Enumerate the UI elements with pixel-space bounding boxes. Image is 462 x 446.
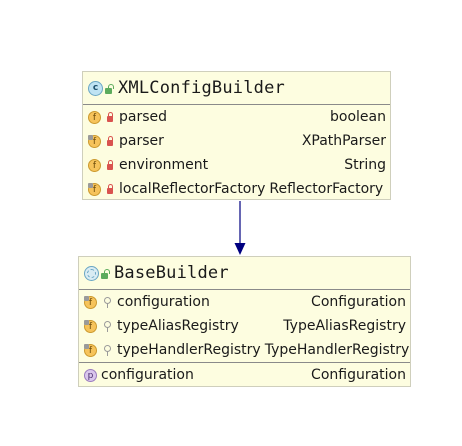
field-icon: f xyxy=(88,158,101,172)
field-row[interactable]: f parsed boolean xyxy=(83,105,390,129)
private-lock-icon xyxy=(107,112,113,122)
field-row[interactable]: f environment String xyxy=(83,153,390,177)
field-name: localReflectorFactory xyxy=(119,181,266,197)
field-type: String xyxy=(344,157,386,173)
final-field-icon: f xyxy=(84,343,97,357)
field-name: configuration xyxy=(117,294,210,310)
field-icon: f xyxy=(88,110,101,124)
private-lock-icon xyxy=(107,184,113,194)
section-divider xyxy=(79,362,410,363)
field-name: typeHandlerRegistry xyxy=(117,342,261,358)
property-name: configuration xyxy=(101,367,194,383)
class-title: XMLConfigBuilder xyxy=(118,78,285,98)
final-field-icon: f xyxy=(84,295,97,309)
field-name: environment xyxy=(119,157,209,173)
field-name: typeAliasRegistry xyxy=(117,318,239,334)
field-name: parser xyxy=(119,133,164,149)
final-field-icon: f xyxy=(84,319,97,333)
field-row[interactable]: f parser XPathParser xyxy=(83,129,390,153)
abstract-class-icon xyxy=(84,265,99,281)
class-title: BaseBuilder xyxy=(114,263,229,283)
class-box-basebuilder[interactable]: BaseBuilder f configuration Configuratio… xyxy=(78,256,411,387)
field-row[interactable]: f typeHandlerRegistry TypeHandlerRegistr… xyxy=(79,338,410,362)
field-type: TypeHandlerRegistry xyxy=(264,342,410,358)
property-row[interactable]: p configuration Configuration xyxy=(79,363,410,387)
field-name: parsed xyxy=(119,109,168,125)
field-type: boolean xyxy=(330,109,386,125)
arrow-head xyxy=(234,243,246,255)
field-row[interactable]: f configuration Configuration xyxy=(79,290,410,314)
field-type: ReflectorFactory xyxy=(269,181,384,197)
final-field-icon: f xyxy=(88,134,101,148)
class-header: c XMLConfigBuilder xyxy=(83,72,390,105)
protected-key-icon xyxy=(104,345,111,356)
field-row[interactable]: f localReflectorFactory ReflectorFactory xyxy=(83,177,390,201)
field-type: TypeAliasRegistry xyxy=(283,318,406,334)
class-header: BaseBuilder xyxy=(79,257,410,290)
public-visibility-icon xyxy=(105,83,114,94)
public-visibility-icon xyxy=(101,268,110,279)
final-field-icon: f xyxy=(88,182,101,196)
class-box-xmlconfigbuilder[interactable]: c XMLConfigBuilder f parsed boolean f pa… xyxy=(82,71,391,200)
field-type: XPathParser xyxy=(301,133,386,149)
protected-key-icon xyxy=(104,297,111,308)
property-type: Configuration xyxy=(311,367,406,383)
property-icon: p xyxy=(84,368,97,382)
private-lock-icon xyxy=(107,136,113,146)
field-type: Configuration xyxy=(311,294,406,310)
field-row[interactable]: f typeAliasRegistry TypeAliasRegistry xyxy=(79,314,410,338)
protected-key-icon xyxy=(104,321,111,332)
private-lock-icon xyxy=(107,160,113,170)
class-icon: c xyxy=(88,80,103,96)
